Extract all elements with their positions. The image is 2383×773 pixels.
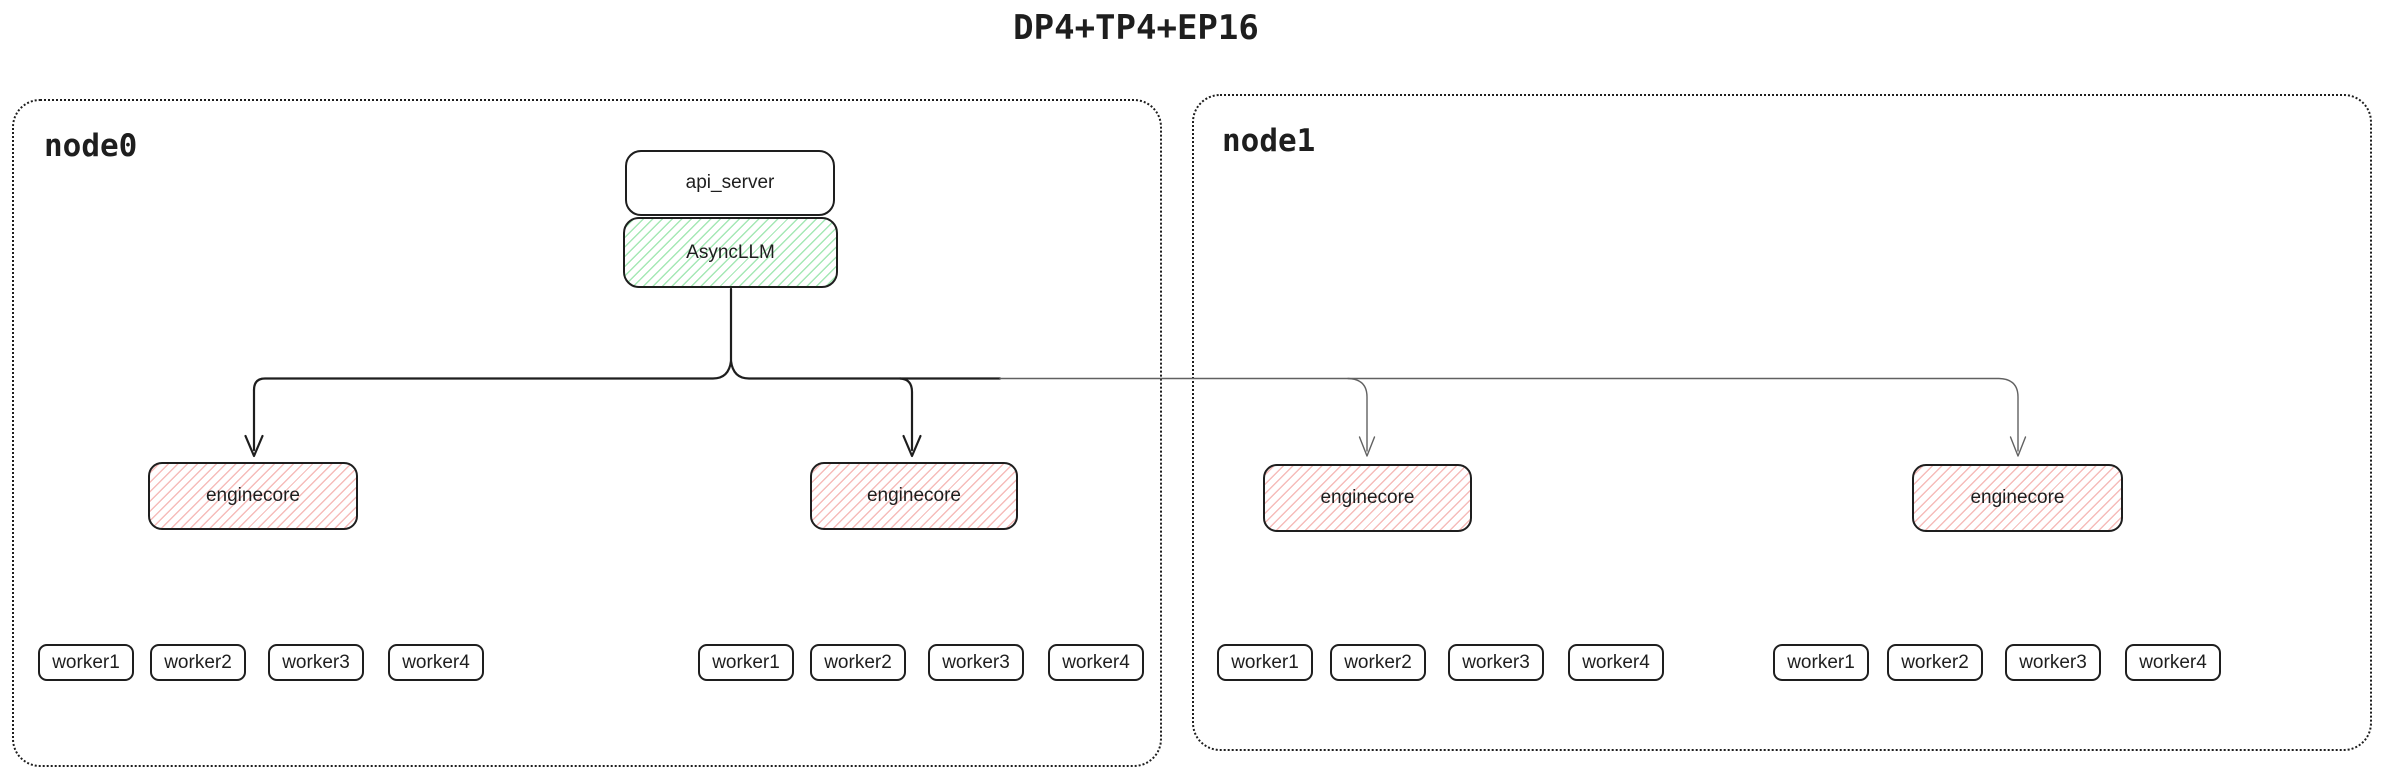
async-llm-label: AsyncLLM: [686, 241, 775, 263]
enginecore-box-2: enginecore: [810, 462, 1018, 530]
worker-box: worker1: [698, 644, 794, 681]
worker-box: worker2: [810, 644, 906, 681]
enginecore-box-3: enginecore: [1263, 464, 1472, 532]
worker-box: worker4: [1048, 644, 1144, 681]
worker-box: worker4: [2125, 644, 2221, 681]
worker-box: worker4: [1568, 644, 1664, 681]
enginecore-label: enginecore: [1320, 487, 1415, 508]
api-server-box: api_server: [625, 150, 835, 216]
worker-label: worker1: [712, 651, 780, 673]
worker-label: worker1: [52, 651, 120, 673]
worker-box: worker4: [388, 644, 484, 681]
worker-box: worker3: [2005, 644, 2101, 681]
worker-label: worker4: [402, 651, 470, 673]
worker-box: worker1: [1217, 644, 1313, 681]
worker-label: worker2: [1344, 651, 1412, 673]
worker-label: worker4: [1582, 651, 1650, 673]
worker-label: worker3: [942, 651, 1010, 673]
node0-label: node0: [44, 128, 138, 164]
worker-box: worker1: [1773, 644, 1869, 681]
enginecore-box-1: enginecore: [148, 462, 358, 530]
worker-label: worker1: [1231, 651, 1299, 673]
worker-box: worker3: [928, 644, 1024, 681]
worker-label: worker1: [1787, 651, 1855, 673]
worker-label: worker3: [282, 651, 350, 673]
worker-label: worker2: [164, 651, 232, 673]
worker-box: worker3: [268, 644, 364, 681]
worker-label: worker4: [2139, 651, 2207, 673]
worker-box: worker1: [38, 644, 134, 681]
enginecore-label: enginecore: [866, 485, 962, 506]
worker-box: worker3: [1448, 644, 1544, 681]
api-server-label: api_server: [685, 172, 775, 193]
node1-label: node1: [1222, 123, 1316, 159]
worker-label: worker2: [824, 651, 892, 673]
enginecore-label: enginecore: [205, 485, 301, 506]
async-llm-box: AsyncLLM: [623, 217, 838, 288]
enginecore-box-4: enginecore: [1912, 464, 2123, 532]
worker-box: worker2: [1887, 644, 1983, 681]
worker-label: worker2: [1901, 651, 1969, 673]
enginecore-label: enginecore: [1970, 487, 2065, 508]
worker-label: worker3: [2019, 651, 2087, 673]
diagram-title: DP4+TP4+EP16: [1013, 8, 1259, 48]
worker-label: worker3: [1462, 651, 1530, 673]
worker-label: worker4: [1062, 651, 1130, 673]
worker-box: worker2: [1330, 644, 1426, 681]
worker-box: worker2: [150, 644, 246, 681]
